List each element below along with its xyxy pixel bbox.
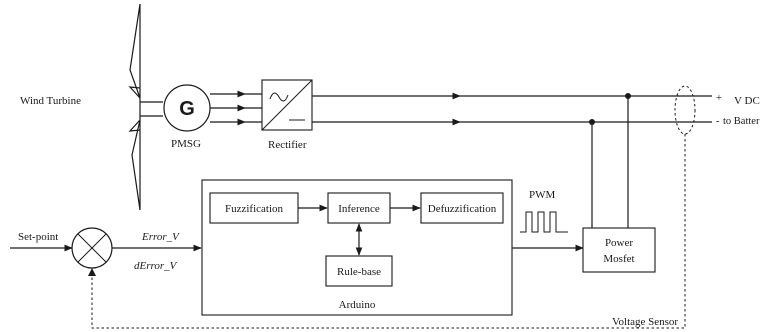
defuzzification-block xyxy=(420,192,504,224)
wind-turbine-icon xyxy=(128,3,163,211)
power-mosfet-label-line2: Mosfet xyxy=(603,253,634,265)
generator-label: PMSG xyxy=(171,138,201,150)
arduino-label: Arduino xyxy=(339,299,376,311)
generator-symbol: G xyxy=(179,98,195,120)
output-plus: + xyxy=(716,93,722,104)
fuzzy-internal-arrows xyxy=(298,204,421,256)
derror-label: dError_V xyxy=(134,260,178,272)
wind-turbine-label: Wind Turbine xyxy=(20,95,81,107)
voltage-sensor-label: Voltage Sensor xyxy=(612,316,678,328)
fuzzification-block xyxy=(209,192,299,224)
output-voltage-label: V DC xyxy=(734,95,760,107)
setpoint-label: Set-point xyxy=(18,231,58,243)
summing-junction-icon xyxy=(71,227,113,269)
dc-bus-lines xyxy=(312,92,712,228)
rulebase-block xyxy=(325,255,393,287)
voltage-feedback-line xyxy=(91,134,686,329)
three-phase-lines xyxy=(210,90,262,126)
defuzzification-label: Defuzzification xyxy=(428,203,497,215)
rectifier-label: Rectifier xyxy=(268,139,307,151)
pwm-label: PWM xyxy=(529,189,556,201)
inference-label: Inference xyxy=(338,203,380,215)
power-mosfet-block xyxy=(582,227,656,273)
feedback-arrowhead xyxy=(88,268,96,276)
error-label: Error_V xyxy=(141,231,180,243)
rulebase-label: Rule-base xyxy=(337,266,381,278)
power-mosfet-label-line1: Power xyxy=(605,237,633,249)
pwm-waveform-icon xyxy=(520,211,568,233)
inference-block xyxy=(327,192,391,224)
output-minus: - xyxy=(716,116,720,127)
rectifier-block xyxy=(261,79,313,131)
fuzzification-label: Fuzzification xyxy=(225,203,284,215)
sensor-loop xyxy=(674,85,696,135)
output-destination-label: to Batter xyxy=(723,116,760,127)
